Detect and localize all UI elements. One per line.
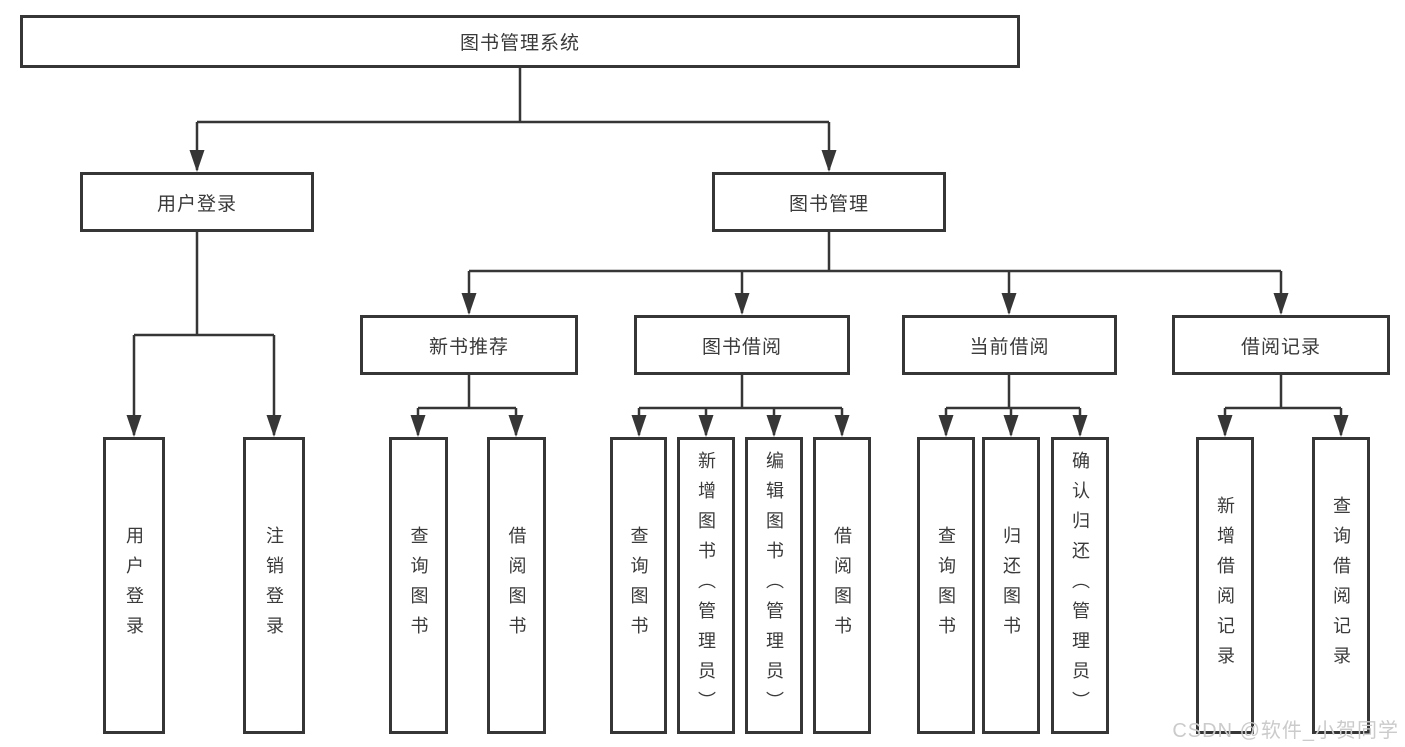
leaf-logout: 注销登录 — [243, 437, 305, 734]
leaf-borrow-query-book-label: 查询图书 — [628, 525, 649, 646]
leaf-current-confirm-return-admin: 确认归还（管理员） — [1051, 437, 1109, 734]
node-book-borrow-label: 图书借阅 — [701, 336, 782, 358]
node-current-borrow-label: 当前借阅 — [969, 336, 1050, 358]
leaf-borrow-borrow-book-label: 借阅图书 — [832, 525, 852, 646]
node-new-book-recommend-label: 新书推荐 — [428, 336, 509, 358]
leaf-current-confirm-return-admin-label: 确认归还（管理员） — [1070, 450, 1090, 721]
leaf-borrow-add-book-admin: 新增图书（管理员） — [677, 437, 735, 734]
node-book-management: 图书管理 — [712, 172, 946, 232]
leaf-current-return-book-label: 归还图书 — [1001, 525, 1021, 646]
leaf-records-add-record-label: 新增借阅记录 — [1215, 495, 1235, 676]
leaf-current-query-book: 查询图书 — [917, 437, 975, 734]
node-user-login: 用户登录 — [80, 172, 314, 232]
leaf-newbook-query-book: 查询图书 — [389, 437, 448, 734]
leaf-user-login-label: 用户登录 — [124, 525, 144, 646]
leaf-current-query-book-label: 查询图书 — [936, 525, 956, 646]
leaf-records-query-record-label: 查询借阅记录 — [1331, 495, 1351, 676]
leaf-records-query-record: 查询借阅记录 — [1312, 437, 1370, 734]
node-borrow-records: 借阅记录 — [1172, 315, 1390, 375]
node-root: 图书管理系统 — [20, 15, 1020, 68]
leaf-user-login: 用户登录 — [103, 437, 165, 734]
node-user-login-label: 用户登录 — [156, 193, 237, 215]
leaf-current-return-book: 归还图书 — [982, 437, 1040, 734]
node-book-borrow: 图书借阅 — [634, 315, 850, 375]
leaf-borrow-edit-book-admin: 编辑图书（管理员） — [745, 437, 803, 734]
node-root-label: 图书管理系统 — [459, 33, 580, 54]
leaf-borrow-edit-book-admin-label: 编辑图书（管理员） — [764, 450, 784, 721]
leaf-borrow-add-book-admin-label: 新增图书（管理员） — [696, 450, 716, 721]
node-book-management-label: 图书管理 — [788, 193, 869, 215]
node-borrow-records-label: 借阅记录 — [1240, 336, 1321, 358]
node-new-book-recommend: 新书推荐 — [360, 315, 578, 375]
leaf-logout-label: 注销登录 — [264, 525, 284, 646]
leaf-newbook-borrow-book: 借阅图书 — [487, 437, 546, 734]
leaf-borrow-query-book: 查询图书 — [610, 437, 667, 734]
leaf-records-add-record: 新增借阅记录 — [1196, 437, 1254, 734]
node-current-borrow: 当前借阅 — [902, 315, 1117, 375]
leaf-borrow-borrow-book: 借阅图书 — [813, 437, 871, 734]
csdn-watermark: CSDN @软件_小贺同学 — [1172, 720, 1399, 742]
leaf-newbook-query-book-label: 查询图书 — [408, 525, 429, 646]
leaf-newbook-borrow-book-label: 借阅图书 — [506, 525, 527, 646]
